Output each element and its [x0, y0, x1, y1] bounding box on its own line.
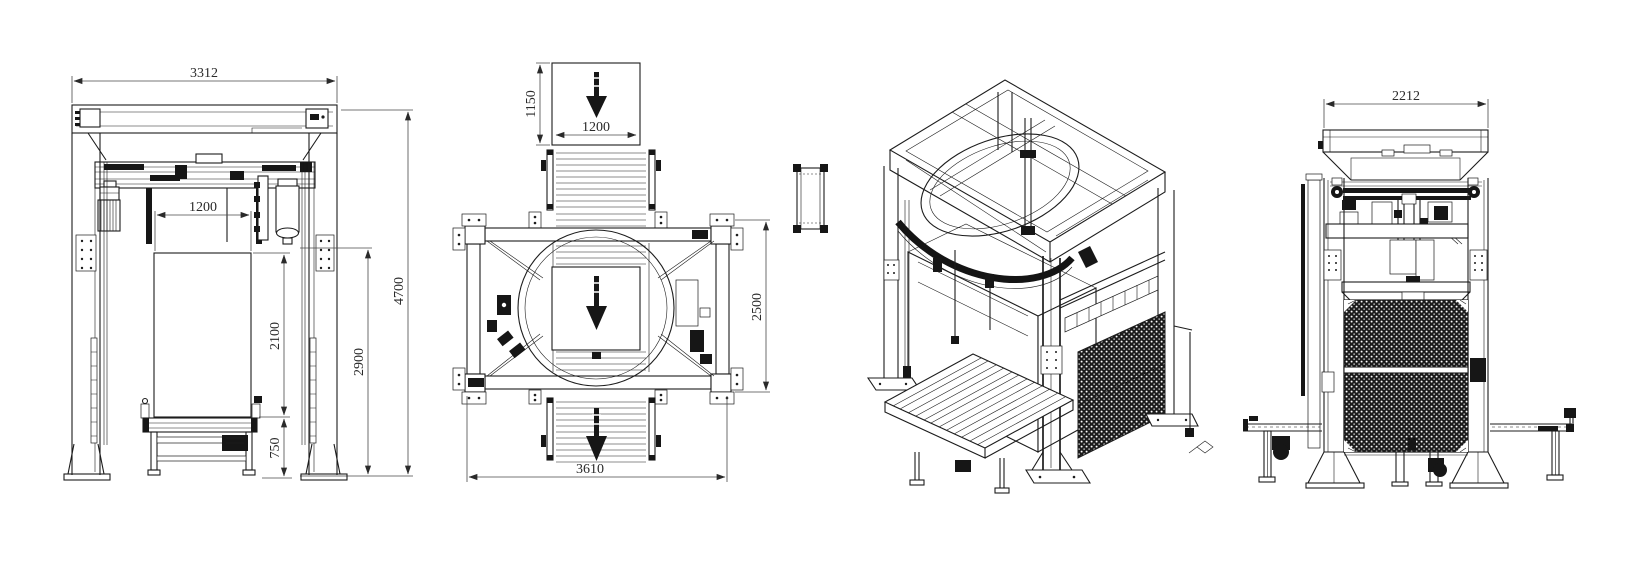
infeed-pallet-outline — [551, 62, 641, 146]
film-carriage — [254, 175, 300, 245]
dimension-pallet-height: 2100 — [253, 252, 290, 418]
plan-right-machinery — [675, 279, 712, 364]
dim-text-3610: 3610 — [576, 462, 604, 477]
iso-conveyor — [883, 353, 1075, 494]
side-left-conveyor — [1243, 416, 1322, 483]
dimension-conveyor-height: 750 — [262, 418, 292, 479]
dimension-infeed-width: 1200 — [555, 120, 637, 139]
dim-text-2900: 2900 — [352, 348, 367, 376]
dimension-overall-height: 4700 — [300, 109, 413, 477]
iso-right-guarding — [1059, 251, 1166, 459]
side-center-feet — [1391, 452, 1447, 487]
infeed-conveyor — [528, 149, 668, 229]
iso-right-post — [1145, 188, 1214, 454]
dim-text-1150: 1150 — [524, 90, 539, 117]
rotating-ring-inner — [524, 236, 668, 380]
pallet-load — [153, 252, 252, 418]
dimension-pallet-width: 1200 — [154, 200, 252, 251]
dim-text-3312: 3312 — [190, 66, 218, 81]
infeed-direction-arrow — [586, 72, 607, 118]
outfeed-direction-arrow — [586, 408, 607, 461]
rotating-ring-outer — [517, 229, 675, 387]
iso-top-frame — [888, 79, 1167, 263]
dimension-overall-width: 3312 — [71, 66, 338, 103]
dim-text-4700: 4700 — [392, 277, 407, 305]
plan-view: 1150 1200 — [452, 62, 828, 482]
plan-pallet — [551, 266, 641, 359]
ring-drive-motor — [97, 180, 121, 232]
dimension-side-width: 2212 — [1323, 89, 1489, 128]
isometric-view — [866, 79, 1214, 494]
outfeed-conveyor — [528, 389, 668, 463]
iso-rotating-ring — [920, 133, 1080, 237]
side-mesh-panel — [1343, 299, 1486, 453]
side-ring-assembly — [1325, 177, 1482, 311]
ring-hanging-rails — [146, 188, 262, 244]
post-section-detail — [793, 164, 828, 233]
dimension-frame-depth: 2500 — [735, 219, 770, 393]
dimension-wrap-height: 2900 — [300, 247, 372, 475]
front-elevation-view: 3312 4700 — [63, 66, 413, 481]
side-roof — [1318, 129, 1489, 181]
side-right-conveyor — [1490, 408, 1576, 481]
dim-text-1200-plan: 1200 — [582, 120, 610, 135]
iso-ring-carriage — [895, 219, 1098, 344]
dim-text-2212: 2212 — [1392, 89, 1420, 104]
dim-text-2100: 2100 — [268, 322, 283, 350]
iso-front-post — [1025, 256, 1091, 484]
dimension-infeed-depth: 1150 — [524, 62, 550, 146]
ring-frame-plan — [452, 213, 744, 405]
dim-text-750: 750 — [268, 438, 283, 459]
front-conveyor — [140, 396, 262, 476]
side-left-mast — [1301, 173, 1335, 449]
dim-text-1200-front: 1200 — [189, 200, 217, 215]
corner-bolt-plates — [452, 213, 744, 405]
side-elevation-view: 2212 — [1243, 89, 1576, 489]
right-leg — [300, 133, 348, 481]
dim-text-2500: 2500 — [750, 293, 765, 321]
gantry-top-beam — [71, 104, 338, 161]
plan-left-machinery — [487, 295, 526, 359]
left-leg — [63, 133, 111, 481]
dimension-overall-length: 3610 — [466, 396, 728, 482]
